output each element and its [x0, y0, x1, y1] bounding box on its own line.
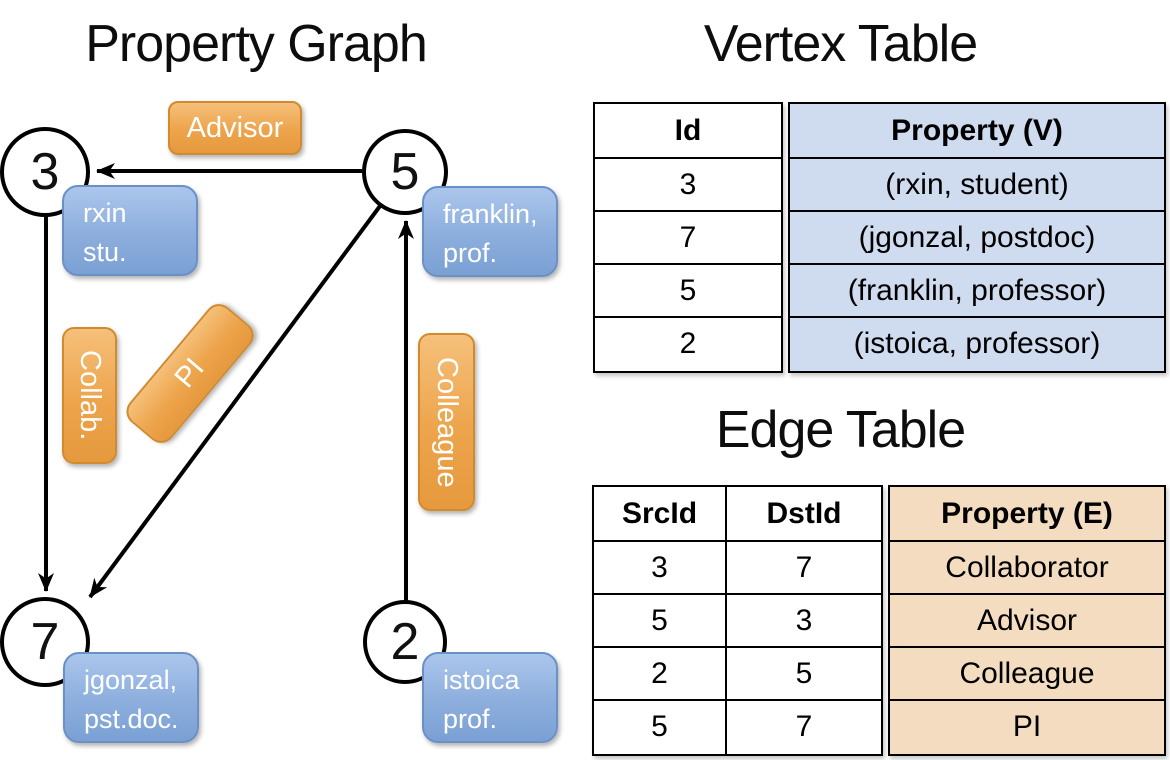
vertex-table-cell: (rxin, student)	[790, 159, 1164, 212]
edge-table-cell: Colleague	[890, 648, 1164, 701]
node-id-label: 3	[30, 143, 60, 201]
vertex-table-id-column: Id 3 7 5 2	[593, 102, 783, 373]
vertex-table: Id 3 7 5 2 Property (V) (rxin, student) …	[593, 102, 1166, 373]
edge-label-advisor: Advisor	[168, 101, 302, 155]
vertex-property-line: jgonzal,	[84, 665, 178, 695]
vertex-property-box-jgonzal: jgonzal, pst.doc.	[63, 652, 199, 743]
vertex-property-box-istoica: istoica prof.	[422, 652, 558, 743]
edge-table-header-srcid: SrcId	[594, 487, 725, 542]
node-id-label: 5	[390, 143, 420, 201]
edge-table-id-columns: SrcId 3 5 2 5 DstId 7 3 5 7	[592, 485, 883, 756]
edge-table-cell: 7	[727, 542, 881, 595]
edge-table-header-property: Property (E)	[890, 487, 1164, 542]
vertex-table-cell: 7	[595, 212, 781, 265]
edge-table-cell: 3	[594, 542, 725, 595]
edge-line-pi-5-to-7	[88, 204, 382, 599]
vertex-property-line: franklin,	[443, 199, 538, 229]
edge-table-title: Edge Table	[715, 401, 966, 459]
vertex-table-header-id: Id	[595, 104, 781, 159]
edge-table-property-column: Property (E) Collaborator Advisor Collea…	[888, 485, 1166, 756]
edge-table-cell: PI	[890, 701, 1164, 754]
graph-node-5: 5	[362, 129, 448, 215]
vertex-property-line: stu.	[83, 237, 127, 267]
vertex-table-cell: (jgonzal, postdoc)	[790, 212, 1164, 265]
graph-edges-layer	[38, 163, 414, 603]
vertex-property-box-rxin: rxin stu.	[62, 185, 198, 276]
vertex-table-cell: 3	[595, 159, 781, 212]
vertex-table-cell: (istoica, professor)	[790, 318, 1164, 371]
edge-table-cell: Collaborator	[890, 542, 1164, 595]
graph-node-2: 2	[363, 600, 447, 684]
edge-label-collab: Collab.	[62, 327, 117, 464]
edge-table-cell: 5	[727, 648, 881, 701]
edge-table-cell: 7	[795, 710, 813, 743]
edge-table-cell: Advisor	[890, 595, 1164, 648]
edge-table-cell: 5	[651, 710, 668, 743]
edge-table-cell: 5	[594, 595, 725, 648]
edge-table: SrcId 3 5 2 5 DstId 7 3 5 7 Property (E)…	[592, 485, 1166, 756]
vertex-table-header-property: Property (V)	[790, 104, 1164, 159]
vertex-table-title: Vertex Table	[703, 15, 978, 73]
vertex-property-line: prof.	[443, 704, 498, 734]
vertex-property-line: pst.doc.	[84, 704, 179, 734]
edge-table-header-dstid: DstId	[727, 487, 881, 542]
node-id-label: 7	[30, 613, 60, 671]
vertex-table-cell: (franklin, professor)	[790, 265, 1164, 318]
edge-table-cell: 2	[594, 648, 725, 701]
vertex-table-property-column: Property (V) (rxin, student) (jgonzal, p…	[788, 102, 1166, 373]
property-graph-title: Property Graph	[85, 15, 428, 73]
node-id-label: 2	[390, 613, 420, 671]
vertex-table-cell: 2	[679, 327, 697, 360]
vertex-property-line: rxin	[83, 198, 127, 228]
edge-label-colleague: Colleague	[418, 333, 475, 511]
vertex-property-line: prof.	[443, 238, 498, 268]
vertex-table-cell: 5	[595, 265, 781, 318]
edge-table-cell: 3	[727, 595, 881, 648]
vertex-property-box-franklin: franklin, prof.	[422, 186, 558, 277]
vertex-property-line: istoica	[443, 665, 520, 695]
